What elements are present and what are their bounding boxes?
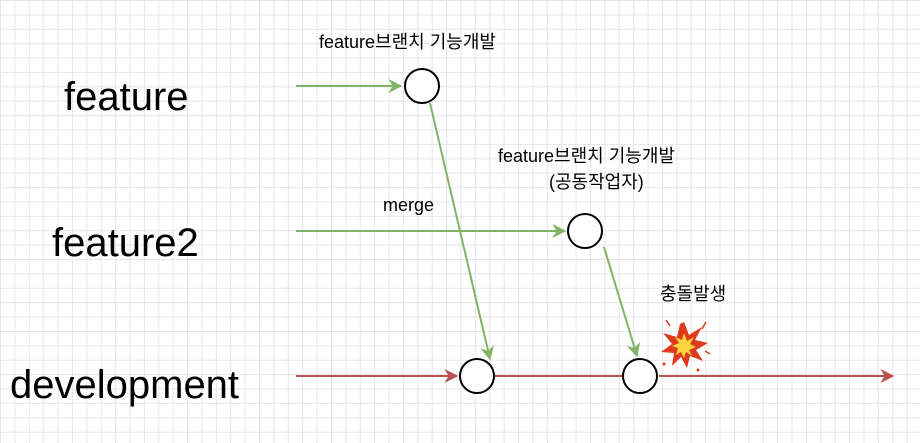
feature-commit-node[interactable]: [404, 68, 440, 104]
feature-dev-note: feature브랜치 기능개발: [319, 32, 496, 52]
feature2-dev-note-line2: (공동작업자): [549, 172, 644, 192]
feature2-commit-node[interactable]: [567, 213, 603, 249]
development-conflict-node[interactable]: [622, 358, 658, 394]
explosion-icon: [661, 319, 711, 372]
lane-label-feature2: feature2: [52, 221, 199, 265]
lane-label-development: development: [10, 363, 239, 407]
conflict-label: 충돌발생: [660, 284, 726, 304]
merge-arrow: [429, 102, 494, 361]
lane-label-feature: feature: [64, 75, 189, 119]
merge-label: merge: [383, 195, 434, 215]
feature2-dev-note-line1: feature브랜치 기능개발: [498, 146, 675, 166]
conflict-merge-arrow: [603, 246, 641, 358]
development-merge-node[interactable]: [459, 358, 495, 394]
